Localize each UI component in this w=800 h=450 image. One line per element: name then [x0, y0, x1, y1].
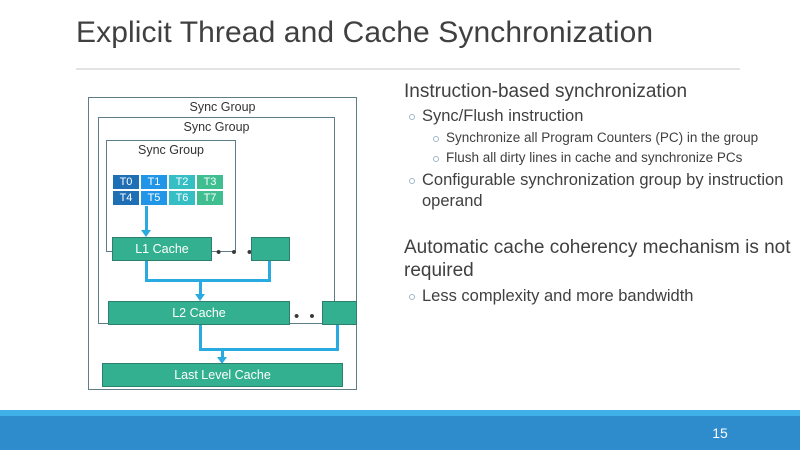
- l1-cache-peer-box: [251, 237, 290, 261]
- l2-cache-box: L2 Cache: [108, 301, 290, 325]
- arrowhead-l1-to-l2: [195, 294, 205, 301]
- subbullet-synchronize-pcs: Synchronize all Program Counters (PC) in…: [404, 129, 796, 147]
- thread-cell-t4: T4: [112, 190, 140, 206]
- bullet-sync-flush-instruction: Sync/Flush instruction: [404, 106, 796, 127]
- thread-cell-t3: T3: [196, 174, 224, 190]
- title-divider: [76, 68, 740, 70]
- section-instruction-based: Instruction-based synchronization Sync/F…: [404, 80, 796, 211]
- subbullet-flush-dirty-lines: Flush all dirty lines in cache and synch…: [404, 149, 796, 167]
- section-heading-automatic-coherency: Automatic cache coherency mechanism is n…: [404, 237, 791, 281]
- l2-cache-peer-box: [322, 301, 357, 325]
- bullet-configurable-group: Configurable synchronization group by in…: [404, 170, 796, 211]
- connector-l2-down: [199, 325, 202, 351]
- l1-ellipsis: • • •: [216, 244, 256, 261]
- arrowhead-threads-to-l1: [141, 230, 151, 237]
- cache-hierarchy-diagram: Sync Group Sync Group Sync Group T0 T1 T…: [88, 97, 357, 390]
- connector-l1-to-l2: [199, 279, 202, 297]
- section-heading-instruction-based: Instruction-based synchronization: [404, 81, 688, 102]
- connector-l2-to-llc: [221, 348, 224, 360]
- section-automatic-coherency: Automatic cache coherency mechanism is n…: [404, 237, 796, 306]
- connector-l1-bus: [145, 279, 271, 282]
- footer-accent-stripe: [0, 410, 800, 416]
- l2-ellipsis: • • •: [294, 308, 334, 325]
- thread-cell-t2: T2: [168, 174, 196, 190]
- connector-l2-bus: [199, 348, 339, 351]
- last-level-cache-box: Last Level Cache: [102, 363, 343, 387]
- thread-cell-t0: T0: [112, 174, 140, 190]
- connector-l1-peer-down: [268, 261, 271, 281]
- content-body: Instruction-based synchronization Sync/F…: [404, 80, 796, 308]
- thread-cell-t7: T7: [196, 190, 224, 206]
- sync-group-inner-label: Sync Group: [137, 143, 204, 157]
- thread-cell-t5: T5: [140, 190, 168, 206]
- connector-l1-down: [145, 261, 148, 281]
- connector-l2-peer-down: [336, 325, 339, 351]
- bullet-less-complexity: Less complexity and more bandwidth: [404, 286, 796, 307]
- page-number: 15: [712, 425, 728, 441]
- footer-bar: [0, 416, 800, 450]
- connector-threads-to-l1: [145, 206, 148, 234]
- sync-group-middle-label: Sync Group: [183, 120, 250, 134]
- l1-cache-box: L1 Cache: [112, 237, 212, 261]
- sync-group-outer-label: Sync Group: [189, 100, 256, 114]
- thread-cell-t1: T1: [140, 174, 168, 190]
- page-title: Explicit Thread and Cache Synchronizatio…: [76, 16, 654, 49]
- arrowhead-l2-to-llc: [217, 357, 227, 364]
- thread-cell-t6: T6: [168, 190, 196, 206]
